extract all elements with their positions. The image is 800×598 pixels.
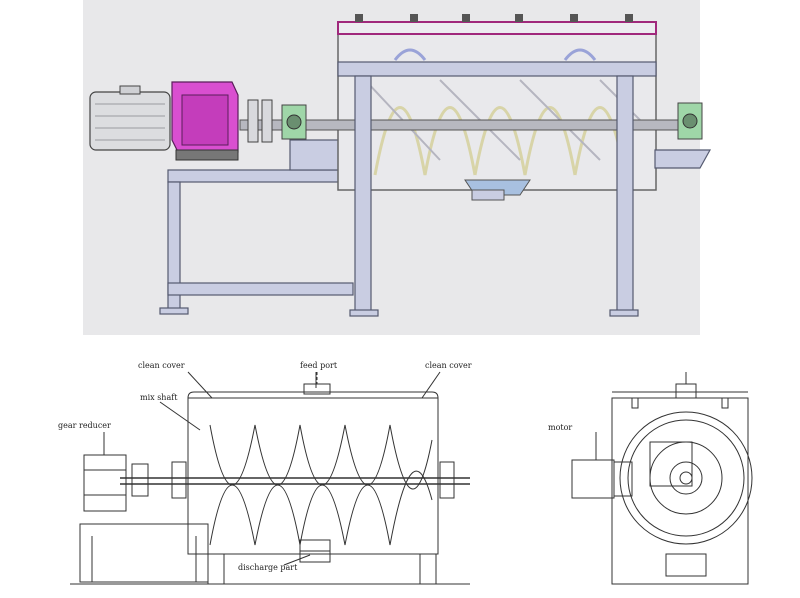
label-mix-shaft: mix shaft (140, 393, 178, 402)
label-feed-port: feed port (300, 361, 338, 370)
label-discharge-part: discharge part (238, 563, 298, 572)
render-3d-view (83, 0, 712, 335)
shaft-coupling (247, 99, 273, 143)
label-clean-cover-right: clean cover (425, 361, 472, 370)
end-view-drawing (571, 372, 753, 585)
bearing-housing-right (677, 102, 703, 140)
drum-support-frame (337, 61, 712, 317)
gear-reducer-3d (171, 81, 239, 161)
mixing-drum (337, 14, 657, 201)
label-gear-reducer: gear reducer (58, 421, 111, 430)
bearing-housing-left (281, 104, 307, 140)
side-view-drawing (70, 371, 470, 585)
label-motor: motor (548, 423, 572, 432)
label-clean-cover-left: clean cover (138, 361, 185, 370)
motor-3d (89, 85, 171, 151)
